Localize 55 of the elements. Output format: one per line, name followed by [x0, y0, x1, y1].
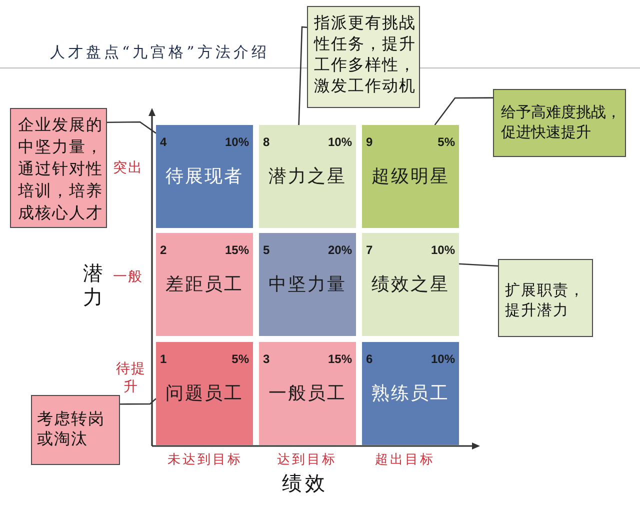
grid-cell: [259, 125, 356, 228]
category-name: 绩效之星: [372, 274, 450, 296]
callout-note: 扩展职责，提升潜力: [498, 259, 593, 337]
grid-cell: [156, 233, 253, 336]
leader-line: [458, 263, 498, 267]
cell-number: 2: [160, 243, 167, 257]
cell-number: 1: [160, 352, 167, 366]
cell-number: 8: [263, 135, 270, 149]
grid-cell: [362, 125, 459, 228]
cell-number: 5: [263, 243, 270, 257]
grid-cell: [259, 233, 356, 336]
callout-note: 考虑转岗或淘汰: [31, 395, 120, 465]
cell-number: 3: [263, 352, 270, 366]
grid-cell: [156, 342, 253, 445]
callout-note: 给予高难度挑战，促进快速提升: [493, 89, 626, 157]
axis-tick-label: 超出目标: [375, 452, 435, 468]
category-name: 一般员工: [268, 383, 346, 405]
percentage: 10%: [430, 352, 455, 366]
page-title: 人才盘点“九宫格”方法介绍: [50, 43, 270, 61]
category-name: 熟练员工: [372, 383, 450, 405]
axis-tick-label: 突出: [113, 159, 143, 177]
callout-note: 指派更有挑战性任务，提升工作多样性，激发工作动机: [307, 6, 420, 108]
grid-cell: [259, 342, 356, 445]
axis-tick-label: 达到目标: [277, 452, 337, 468]
percentage: 10%: [224, 135, 249, 149]
leader-line: [107, 121, 156, 134]
cell-number: 7: [366, 243, 373, 257]
grid-cell: [156, 125, 253, 228]
category-name: 潜力之星: [268, 166, 346, 188]
category-name: 超级明星: [372, 166, 450, 188]
leader-line: [298, 26, 308, 126]
axis-tick-label: 一般: [113, 268, 143, 286]
percentage: 15%: [224, 243, 249, 257]
axis-title: 绩效: [282, 471, 328, 495]
leader-line: [434, 97, 493, 126]
category-name: 待展现者: [166, 166, 244, 188]
axis-tick-label: 未达到目标: [168, 452, 242, 468]
category-name: 差距员工: [166, 274, 244, 296]
callout-note: 企业发展的中坚力量，通过针对性培训，培养成核心人才: [10, 108, 107, 228]
grid-cell: [362, 233, 459, 336]
percentage: 5%: [438, 135, 455, 149]
cell-number: 6: [366, 352, 373, 366]
percentage: 10%: [430, 243, 455, 257]
cell-number: 9: [366, 135, 373, 149]
category-name: 中坚力量: [268, 274, 346, 296]
axis-title: 潜力: [82, 261, 104, 309]
axis-tick-label: 待提升: [116, 360, 146, 396]
category-name: 问题员工: [166, 383, 244, 405]
percentage: 10%: [328, 135, 352, 149]
percentage: 20%: [328, 243, 352, 257]
leader-line: [120, 398, 156, 405]
grid-cell: [362, 342, 459, 445]
cell-number: 4: [160, 135, 167, 149]
percentage: 15%: [328, 352, 352, 366]
percentage: 5%: [232, 352, 249, 366]
